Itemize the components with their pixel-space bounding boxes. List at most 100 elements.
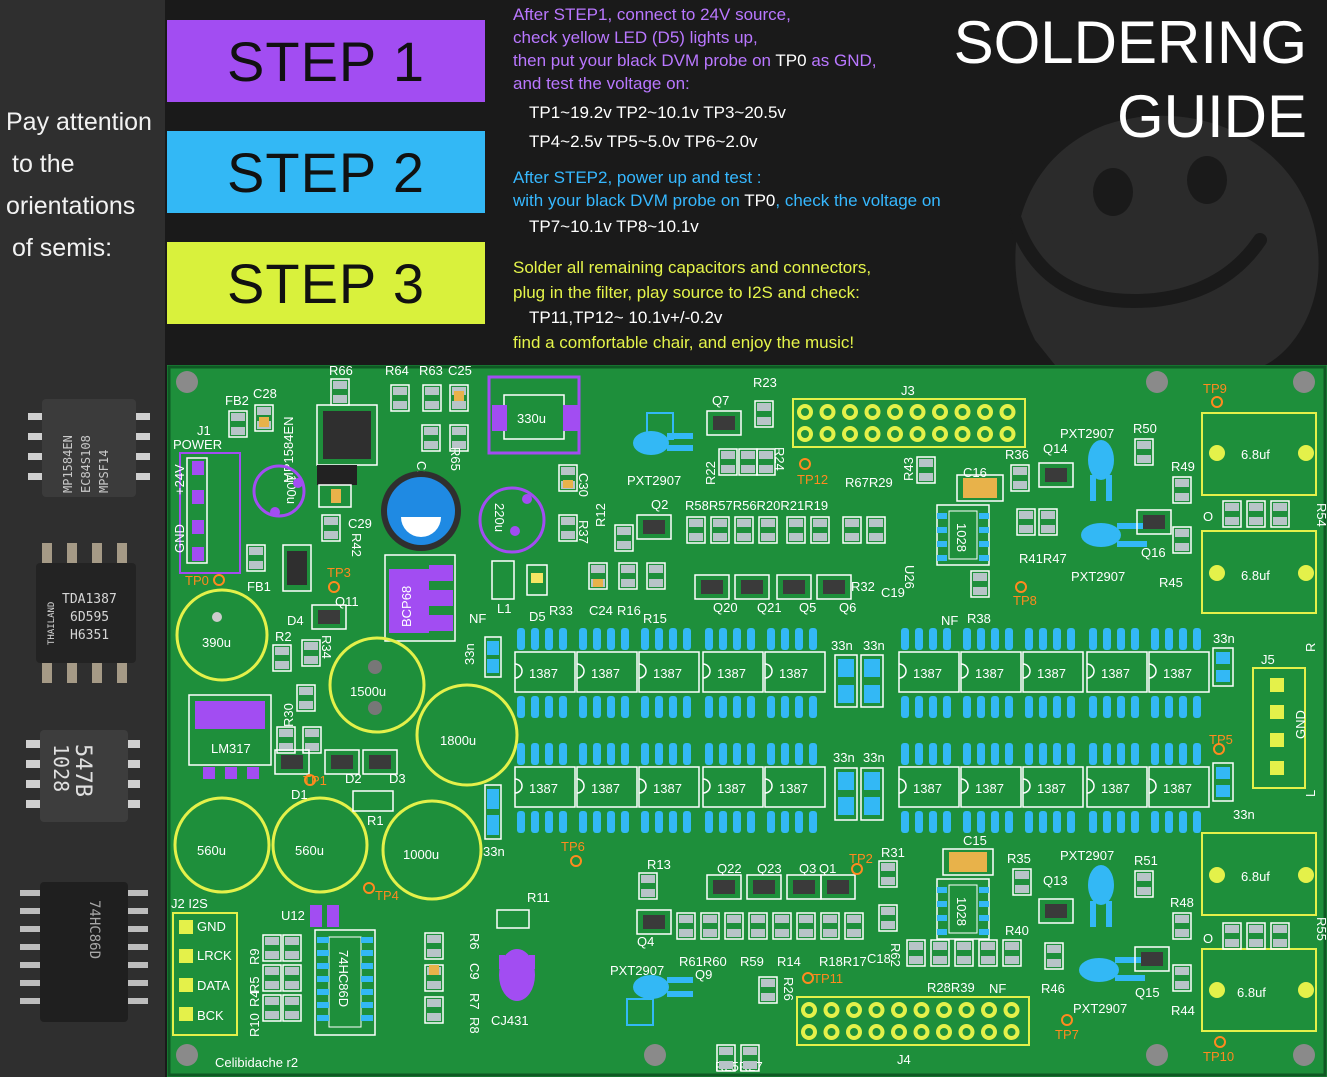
header-pin-hole bbox=[868, 430, 877, 438]
cap-33n-label: 33n bbox=[1233, 807, 1255, 822]
c19-label: C19 bbox=[881, 585, 905, 600]
cap-1500u-label: 1500u bbox=[350, 684, 386, 699]
tda1387-chip: 1387 bbox=[1086, 628, 1148, 718]
tda1387-label: 1387 bbox=[591, 781, 620, 796]
power-label: POWER bbox=[173, 437, 222, 452]
tp9-label: TP9 bbox=[1203, 381, 1227, 396]
r30-label: R30 bbox=[281, 703, 296, 727]
74hc86-chip-photo: 74HC86D bbox=[20, 882, 148, 1022]
r40-label: R40 bbox=[1005, 923, 1029, 938]
r2-label: R2 bbox=[275, 629, 292, 644]
test-points: TP0 TP1 TP2 TP3 TP4 TP5 TP6 TP7 TP8 TP9 … bbox=[185, 381, 1234, 1064]
r35-label: R35 bbox=[1007, 851, 1031, 866]
step-3-banner: STEP 3 bbox=[167, 242, 485, 324]
step1-voltages: TP1~19.2v TP2~10.1v TP3~20.5v bbox=[529, 103, 786, 122]
mp1584-chip-photo: MP1584EN EC84S108 MPSF14 bbox=[28, 399, 150, 497]
header-pin-hole bbox=[1007, 1006, 1016, 1014]
step2-voltages: TP7~10.1v TP8~10.1v bbox=[529, 217, 699, 236]
r28-r39-label: R28R39 bbox=[927, 980, 975, 995]
chip-marking: 74HC86D bbox=[86, 900, 102, 959]
q1-label: Q1 bbox=[819, 861, 836, 876]
tda1387-chip: 1387 bbox=[960, 743, 1022, 833]
guide-title-line2: GUIDE bbox=[1116, 83, 1307, 150]
chip-marking: 6D595 bbox=[70, 610, 109, 625]
r48-label: R48 bbox=[1170, 895, 1194, 910]
tda1387-label: 1387 bbox=[529, 666, 558, 681]
r49-label: R49 bbox=[1171, 459, 1195, 474]
c25-label: C25 bbox=[448, 365, 472, 378]
chip-marking: 1028 bbox=[49, 744, 73, 792]
r16-label: R16 bbox=[617, 603, 641, 618]
tda1387-label: 1387 bbox=[913, 666, 942, 681]
step1-line: check yellow LED (D5) lights up, bbox=[513, 28, 758, 47]
j5-label: J5 bbox=[1261, 652, 1275, 667]
tp0-label: TP0 bbox=[185, 573, 209, 588]
q13-label: Q13 bbox=[1043, 873, 1068, 888]
q6-label: Q6 bbox=[839, 600, 856, 615]
tda1387-chip: 1387 bbox=[514, 743, 576, 833]
c28-label: C28 bbox=[253, 386, 277, 401]
o-label: O bbox=[1203, 931, 1213, 946]
cap-390u-label: 390u bbox=[202, 635, 231, 650]
step1-line: and test the voltage on: bbox=[513, 74, 690, 93]
q4-label: Q4 bbox=[637, 934, 654, 949]
q7-label: Q7 bbox=[712, 393, 729, 408]
j4-header: J4 bbox=[796, 996, 1030, 1067]
tda1387-chip: 1387 bbox=[702, 628, 764, 718]
lt1028-chip-photo: 547B 1028 bbox=[26, 730, 140, 822]
tp11-label: TP11 bbox=[813, 971, 843, 986]
tda1387-chip: 1387 bbox=[638, 743, 700, 833]
pxt2907-label: PXT2907 bbox=[627, 473, 681, 488]
r24-label: R24 bbox=[772, 447, 787, 471]
header-pin-hole bbox=[823, 430, 832, 438]
tda1387-chip: 1387 bbox=[1022, 628, 1084, 718]
tda1387-label: 1387 bbox=[975, 666, 1004, 681]
cap-33n-label: 33n bbox=[863, 638, 885, 653]
step-2-label: STEP 2 bbox=[227, 140, 425, 204]
c29-label: C29 bbox=[348, 516, 372, 531]
tda1387-chip: 1387 bbox=[1148, 743, 1210, 833]
tp12-label: TP12 bbox=[797, 472, 828, 487]
header-pin-hole bbox=[936, 430, 944, 438]
q16-label: Q16 bbox=[1141, 545, 1166, 560]
tda1387-chip: 1387 bbox=[898, 628, 960, 718]
q2-label: Q2 bbox=[651, 497, 668, 512]
r54-label: R54 bbox=[1314, 503, 1327, 527]
r64-label: R64 bbox=[385, 365, 409, 378]
cj431-label: CJ431 bbox=[491, 1013, 529, 1028]
tda1387-chip: 1387 bbox=[576, 743, 638, 833]
r41-r47-label: R41R47 bbox=[1019, 551, 1067, 566]
nf-label: NF bbox=[989, 981, 1006, 996]
step1-line: After STEP1, connect to 24V source, bbox=[513, 5, 791, 24]
pxt2907-label: PXT2907 bbox=[610, 963, 664, 978]
r8-label: R8 bbox=[467, 1017, 482, 1034]
cap-33n-label: 33n bbox=[831, 638, 853, 653]
r59-label: R59 bbox=[740, 954, 764, 969]
header-pin-hole bbox=[1007, 1028, 1016, 1036]
header-pin-hole bbox=[985, 1006, 993, 1014]
tda1387-chip-photo: TDA1387 6D595 H6351 THAILAND bbox=[36, 543, 136, 683]
header-pin-hole bbox=[895, 1006, 903, 1014]
tda1387-chip: 1387 bbox=[1022, 743, 1084, 833]
tda1387-label: 1387 bbox=[1163, 781, 1192, 796]
l1-label: L1 bbox=[497, 601, 511, 616]
yellow-power-caps: 390u 1500u 1800u 560u 560u 1000u bbox=[173, 588, 519, 901]
header-pin-hole bbox=[891, 408, 899, 416]
step3-instructions: Solder all remaining capacitors and conn… bbox=[513, 255, 871, 355]
nf-label: NF bbox=[469, 611, 486, 626]
r11-label: R11 bbox=[527, 890, 550, 905]
chip-marking: THAILAND bbox=[47, 602, 57, 645]
i2s-pin-label: DATA bbox=[197, 978, 230, 993]
r44-label: R44 bbox=[1171, 1003, 1195, 1018]
orientation-note-line: to the bbox=[12, 150, 75, 178]
header-pin-hole bbox=[913, 408, 922, 416]
step3-line: find a comfortable chair, and enjoy the … bbox=[513, 333, 855, 352]
tda1387-label: 1387 bbox=[717, 781, 746, 796]
r12-label: R12 bbox=[593, 503, 608, 527]
cap-560u-label: 560u bbox=[295, 843, 324, 858]
r23-label: R23 bbox=[753, 375, 777, 390]
r1-label: R1 bbox=[367, 813, 384, 828]
cap-220u-label: 220u bbox=[492, 503, 507, 532]
r58-r19-label: R58R57R56R20R21R19 bbox=[685, 498, 828, 513]
